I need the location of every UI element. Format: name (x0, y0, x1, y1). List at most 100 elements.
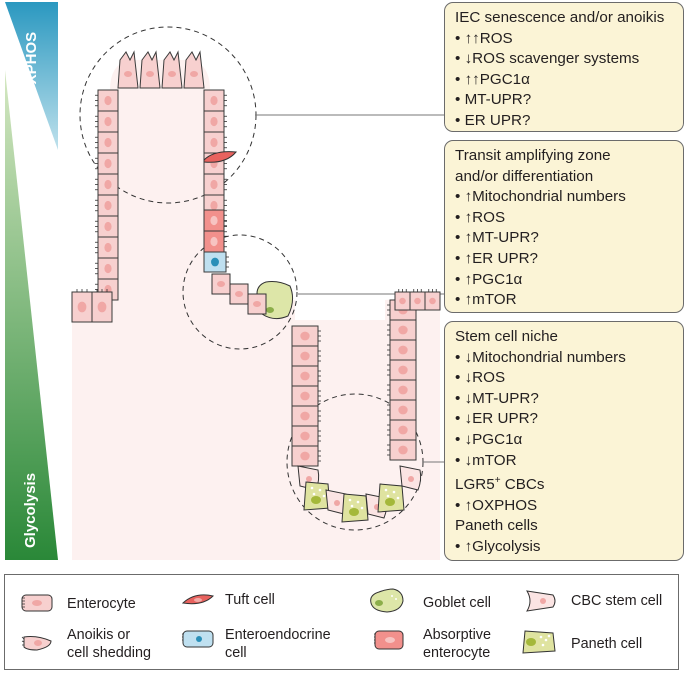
cell-nucleus (429, 297, 436, 305)
granule (318, 488, 322, 492)
cell-nucleus (398, 345, 408, 355)
cell-nucleus (300, 431, 310, 441)
stem-item: ↓MT-UPR? (464, 389, 539, 407)
cbc-stem-cell-icon (526, 590, 556, 612)
cell-nucleus (104, 200, 112, 211)
stem-item: ↓Mitochondrial numbers (464, 348, 626, 366)
legend-label-absorptive-2: enterocyte (423, 645, 491, 661)
cell-nucleus (398, 445, 408, 455)
transit-item: ↑ER UPR? (464, 249, 538, 267)
transit-zone-circle (182, 234, 298, 350)
transit-item: ↑MT-UPR? (464, 229, 539, 247)
senescence-item: ↑↑PGC1α (464, 70, 530, 88)
legend-label-absorptive-1: Absorptive (423, 627, 491, 643)
granule (392, 490, 396, 494)
goblet-cell-icon (370, 588, 404, 613)
transit-info-box: Transit amplifying zone and/or different… (444, 140, 684, 313)
cell-nucleus (77, 301, 87, 313)
cell-nucleus (217, 281, 225, 287)
oxphos-wedge (5, 2, 58, 150)
granule (312, 492, 316, 496)
cell-nucleus (300, 331, 310, 341)
granule (396, 496, 400, 500)
cell-nucleus (300, 371, 310, 381)
cell-nucleus (334, 500, 340, 506)
transit-item: ↑mTOR (464, 291, 517, 309)
glycolysis-wedge (5, 70, 58, 560)
stem-item: ↓PGC1α (464, 430, 523, 448)
cell-nucleus (104, 95, 112, 106)
cell-nucleus (104, 137, 112, 148)
legend-label-enterocyte: Enterocyte (67, 596, 136, 612)
tuft-cell-icon (181, 594, 214, 605)
cell-nucleus (124, 71, 132, 77)
legend-label-tuft: Tuft cell (225, 592, 275, 608)
cell-nucleus (300, 351, 310, 361)
stem-item: ↓ER UPR? (464, 410, 538, 428)
cell-nucleus (399, 297, 406, 305)
cell-nucleus (104, 242, 112, 253)
cell-nucleus (146, 71, 154, 77)
legend-label-enteroendocrine-1: Enteroendocrine (225, 627, 331, 643)
stem-item: ↓mTOR (464, 451, 517, 469)
cell-nucleus (104, 263, 112, 274)
paneth-item: ↑Glycolysis (464, 538, 541, 555)
transit-heading-line-2: and/or differentiation (455, 167, 594, 185)
absorptive-enterocyte-icon (374, 630, 404, 650)
tuft-cell (203, 151, 237, 163)
cell-nucleus (414, 297, 421, 305)
cell-nucleus (210, 137, 218, 148)
cell-nucleus (253, 301, 261, 307)
cell-nucleus (210, 179, 218, 190)
legend-label-goblet: Goblet cell (423, 595, 491, 611)
cell-nucleus (210, 200, 218, 211)
cell-nucleus (385, 498, 395, 506)
cell-nucleus (266, 307, 274, 313)
cell-nucleus (97, 301, 107, 313)
legend-label-enteroendocrine-2: cell (225, 645, 247, 661)
epithelial-cells (71, 50, 441, 523)
intestinal-epithelium-diagram (5, 2, 445, 560)
cell-nucleus (300, 411, 310, 421)
cell-nucleus (104, 158, 112, 169)
enterocyte-icon (21, 594, 53, 612)
cell-nucleus (210, 215, 218, 226)
lgr5-heading: LGR5+ CBCs (455, 475, 545, 494)
cell-nucleus (210, 116, 218, 127)
cell-nucleus (235, 291, 243, 297)
senescence-info-box: IEC senescence and/or anoikis • ↑↑ROS • … (444, 2, 684, 132)
granule (310, 486, 314, 490)
cell-nucleus (168, 71, 176, 77)
cell-nucleus (104, 116, 112, 127)
granule (348, 498, 352, 502)
granule (386, 494, 390, 498)
stem-item: ↓ROS (464, 369, 506, 387)
legend: Enterocyte Anoikis or cell shedding Tuft… (4, 574, 679, 670)
senescence-item: ↓ROS scavenger systems (464, 50, 640, 68)
senescence-item: ER UPR? (464, 111, 531, 129)
cell-nucleus (398, 365, 408, 375)
legend-label-anoikis-1: Anoikis or (67, 627, 131, 643)
cell-nucleus (306, 476, 312, 482)
legend-label-anoikis-2: cell shedding (67, 645, 152, 661)
transit-heading-line-1: Transit amplifying zone (455, 147, 611, 164)
cell-nucleus (398, 425, 408, 435)
granule (360, 506, 364, 510)
senescence-item: ↑↑ROS (464, 29, 513, 47)
oxphos-label: OXPHOS (23, 31, 40, 96)
anoikis-cell (117, 50, 139, 89)
cell-nucleus (398, 325, 408, 335)
paneth-cell (377, 483, 405, 513)
cell-nucleus (349, 508, 359, 516)
paneth-heading: Paneth cells (455, 517, 538, 535)
cell-nucleus (398, 385, 408, 395)
senescence-heading: IEC senescence and/or anoikis (455, 9, 665, 26)
cell-nucleus (211, 257, 219, 267)
legend-label-cbc: CBC stem cell (571, 593, 663, 609)
cell-nucleus (210, 236, 218, 247)
legend-label-paneth: Paneth cell (571, 636, 643, 652)
granule (384, 488, 388, 492)
cell-nucleus (300, 451, 310, 461)
transit-item: ↑ROS (464, 208, 506, 226)
cell-nucleus (210, 95, 218, 106)
